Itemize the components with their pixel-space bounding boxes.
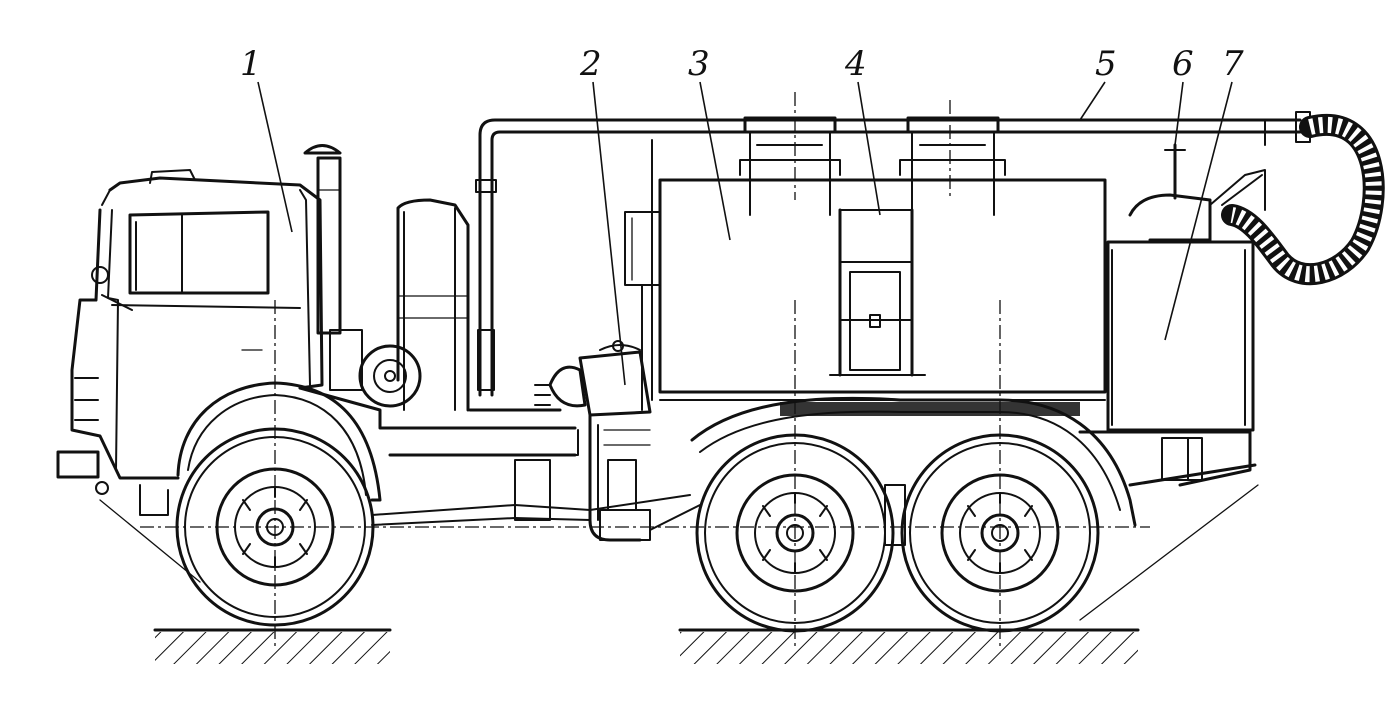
callout-4: 4 bbox=[844, 44, 867, 84]
valve bbox=[1128, 143, 1266, 242]
callout-1: 1 bbox=[240, 44, 262, 84]
axle-link bbox=[649, 484, 906, 546]
leader-lines bbox=[257, 81, 1233, 386]
overhead-pipe bbox=[475, 111, 1311, 397]
ladder bbox=[829, 208, 926, 377]
hose bbox=[1221, 113, 1385, 286]
equipment-box bbox=[1106, 240, 1255, 432]
truck-cab bbox=[56, 169, 324, 516]
approach-lines bbox=[99, 484, 1259, 621]
rear-fender bbox=[690, 396, 1137, 527]
callout-3: 3 bbox=[688, 44, 710, 84]
callout-labels: 1 2 3 4 5 6 7 bbox=[240, 44, 1244, 84]
blower-unit bbox=[329, 198, 470, 412]
callout-6: 6 bbox=[1172, 44, 1194, 84]
callout-5: 5 bbox=[1095, 44, 1117, 84]
tank bbox=[624, 139, 1107, 411]
chassis-frame bbox=[298, 386, 1257, 526]
callout-7: 7 bbox=[1222, 44, 1244, 84]
callout-2: 2 bbox=[579, 44, 602, 84]
ground bbox=[153, 628, 1140, 664]
centerlines bbox=[140, 92, 1150, 650]
